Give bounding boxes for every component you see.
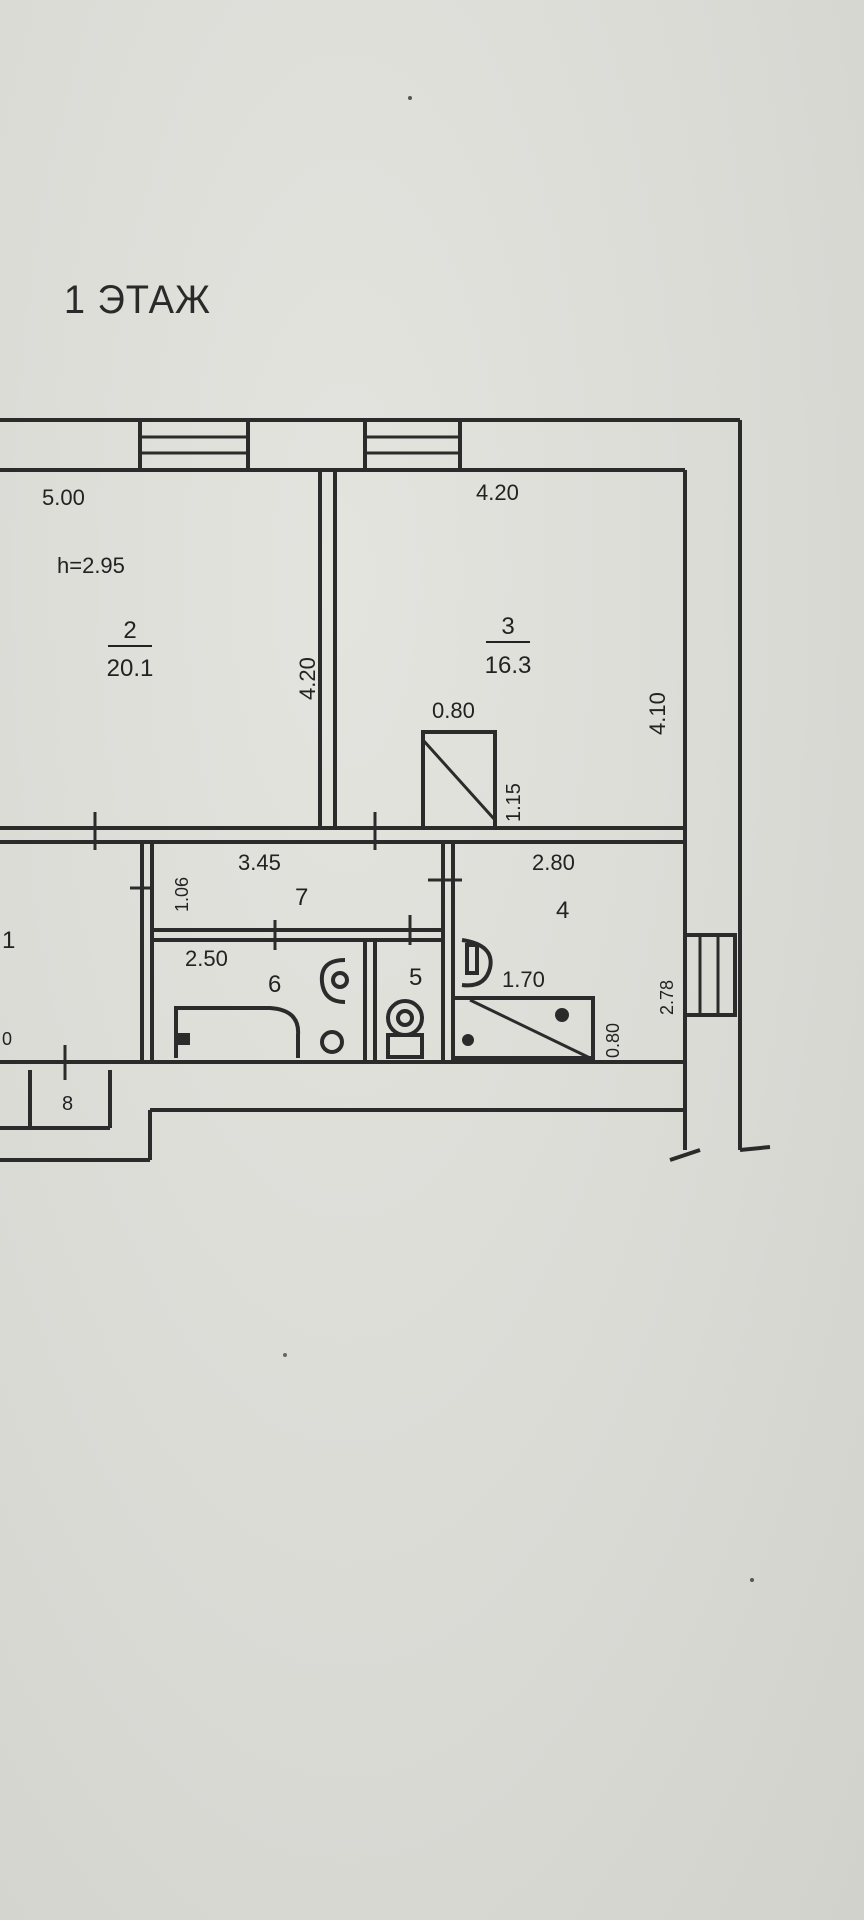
- window-room-3: [363, 418, 462, 472]
- dim-2-80: 2.80: [532, 850, 575, 875]
- window-room-2: [138, 418, 250, 472]
- room-3-area: 16.3: [485, 652, 532, 679]
- dim-1-70: 1.70: [502, 967, 545, 992]
- drain-bathroom: [320, 1030, 344, 1054]
- room-1-number: 1: [2, 927, 15, 954]
- dim-0-80-closet: 0.80: [432, 698, 475, 723]
- dim-2-78: 2.78: [657, 980, 677, 1015]
- dim-2-50: 2.50: [185, 946, 228, 971]
- window-room-4: [683, 933, 737, 1017]
- dim-1-06: 1.06: [172, 877, 192, 912]
- room-6-number: 6: [268, 971, 281, 998]
- dim-edge: 0: [2, 1029, 12, 1049]
- dim-1-15: 1.15: [503, 783, 525, 822]
- room-4-number: 4: [556, 897, 569, 924]
- dim-0-80-kitchen: 0.80: [603, 1023, 623, 1058]
- dim-4-10: 4.10: [645, 692, 670, 735]
- height-note: h=2.95: [57, 553, 125, 578]
- room-3-number: 3: [501, 613, 514, 640]
- dim-4-20-side: 4.20: [295, 657, 320, 700]
- dim-3-45: 3.45: [238, 850, 281, 875]
- dim-5-00: 5.00: [42, 485, 85, 510]
- bathtub: [174, 1006, 301, 1058]
- dim-4-20-top: 4.20: [476, 480, 519, 505]
- closet-room-3: [421, 730, 497, 830]
- room-7-number: 7: [295, 884, 308, 911]
- room-2-number: 2: [123, 617, 136, 644]
- room-8-number: 8: [62, 1093, 73, 1115]
- room-5-number: 5: [409, 964, 422, 991]
- room-2-area: 20.1: [107, 655, 154, 682]
- toilet: [386, 999, 424, 1037]
- floor-title: 1 ЭТАЖ: [63, 278, 211, 322]
- sink-bathroom: [319, 958, 346, 1004]
